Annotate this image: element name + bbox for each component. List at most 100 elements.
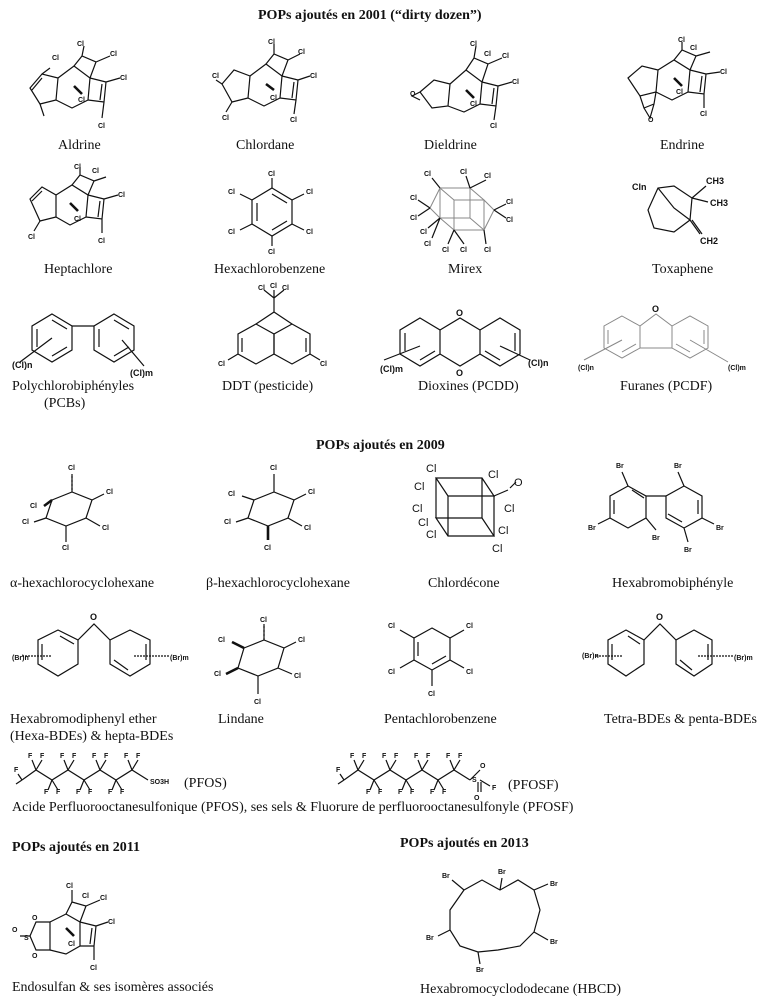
atom-label: F	[446, 753, 451, 760]
atom-label: CH3	[710, 198, 728, 208]
endrine-structure: O Cl Cl Cl Cl Cl	[620, 37, 740, 130]
atom-label: O	[656, 612, 663, 622]
pentachlorobenzene-structure: Cl Cl Cl Cl Cl	[380, 608, 490, 708]
furanes-drawing: O (Cl)n (Cl)m	[578, 304, 746, 372]
atom-label: Br	[476, 967, 484, 974]
atom-label: Br	[716, 525, 724, 532]
atom-label: Cl	[424, 241, 431, 248]
atom-label: F	[108, 789, 113, 796]
atom-label: Cl	[412, 503, 422, 515]
caption-chlordane: Chlordane	[236, 138, 295, 153]
caption-ddt: DDT (pesticide)	[222, 379, 314, 394]
atom-label: F	[366, 789, 371, 796]
atom-label: Cl	[268, 39, 275, 46]
atom-label: Cl	[258, 285, 265, 292]
atom-label: Cl	[490, 123, 497, 130]
atom-label: Cl	[414, 481, 424, 493]
atom-label: Cl	[460, 169, 467, 176]
section-title-2013: POPs ajoutés en 2013	[400, 836, 529, 851]
atom-label: Cl	[290, 117, 297, 124]
atom-label: Cl	[28, 234, 35, 241]
atom-label: Cl	[270, 465, 277, 472]
lindane-structure: Cl Cl Cl Cl Cl Cl	[212, 617, 322, 710]
atom-label: Cl	[498, 525, 508, 537]
pfos-tag: (PFOS)	[184, 776, 227, 791]
atom-label: Cl	[424, 171, 431, 178]
atom-label: Cl	[488, 469, 498, 481]
atom-label: Cl	[502, 53, 509, 60]
hexabromobiphenyle-drawing: Br Br Br Br Br Br	[588, 463, 724, 554]
atom-label: S	[472, 777, 477, 784]
atom-label: Cl	[106, 489, 113, 496]
atom-label: Cl	[418, 517, 428, 529]
atom-label: Cl	[222, 115, 229, 122]
atom-label: Cl	[74, 164, 81, 171]
atom-label: Cl	[118, 192, 125, 199]
atom-label: F	[430, 789, 435, 796]
atom-label: Cl	[720, 69, 727, 76]
atom-label: F	[350, 753, 355, 760]
caption-alpha-hch: α-hexachlorocyclohexane	[10, 576, 155, 591]
atom-label: S	[24, 935, 29, 942]
mirex-drawing: Cl Cl Cl Cl Cl Cl Cl Cl Cl Cl Cl Cl	[410, 169, 513, 254]
atom-label: (Br)m	[170, 655, 189, 662]
atom-label: (Cl)m	[130, 368, 153, 378]
atom-label: F	[414, 753, 419, 760]
hexabde-structure: O (Br)n (Br)m	[12, 600, 202, 692]
atom-label: Cl	[228, 189, 235, 196]
atom-label: Br	[550, 881, 558, 888]
atom-label: (Cl)m	[380, 364, 403, 374]
atom-label: F	[336, 767, 341, 774]
atom-label: Cl	[62, 545, 69, 552]
section-title-2009: POPs ajoutés en 2009	[316, 438, 445, 453]
atom-label: F	[426, 753, 431, 760]
atom-label: F	[124, 753, 129, 760]
atom-label: O	[32, 915, 38, 922]
hbcd-drawing: Br Br Br Br Br Br	[426, 869, 558, 974]
atom-label: Cl	[82, 893, 89, 900]
atom-label: O	[456, 308, 463, 318]
atom-label: Cl	[676, 89, 683, 96]
aldrine-structure: Cl Cl Cl Cl Cl Cl	[22, 38, 132, 130]
atom-label: F	[492, 785, 497, 792]
atom-label: F	[28, 753, 33, 760]
furanes-structure: O (Cl)n (Cl)m	[578, 292, 758, 377]
atom-label: F	[458, 753, 463, 760]
atom-label: O	[648, 117, 654, 124]
atom-label: Cl	[268, 249, 275, 256]
atom-label: Cl	[264, 545, 271, 552]
atom-label: F	[72, 753, 77, 760]
atom-label: Cl	[320, 361, 327, 368]
caption-endosulfan: Endosulfan & ses isomères associés	[12, 980, 214, 995]
caption-hexachlorobenzene: Hexachlorobenzene	[214, 262, 326, 277]
endrine-drawing: O Cl Cl Cl Cl Cl	[627, 37, 727, 124]
caption-endrine: Endrine	[660, 138, 705, 153]
pentachlorobenzene-drawing: Cl Cl Cl Cl Cl	[388, 623, 473, 698]
atom-label: F	[120, 789, 125, 796]
atom-label: Cl	[420, 229, 427, 236]
heptachlore-structure: Cl Cl Cl Cl Cl Cl	[18, 164, 133, 255]
atom-label: Cl	[442, 247, 449, 254]
atom-label: F	[88, 789, 93, 796]
atom-label: F	[382, 753, 387, 760]
pfosf-drawing: F F F F F F F F F F F F F F F O O S F	[336, 753, 497, 802]
atom-label: Cl	[504, 503, 514, 515]
atom-label: Cl	[294, 673, 301, 680]
atom-label: Cln	[632, 182, 647, 192]
atom-label: Cl	[484, 173, 491, 180]
caption-hexabde-line1: Hexabromodiphenyl ether	[10, 712, 157, 727]
atom-label: Cl	[308, 489, 315, 496]
section-title-2001: POPs ajoutés en 2001 (“dirty dozen”)	[258, 8, 482, 23]
pfos-drawing: F F F F F F F F F F F F F F F SO3H	[14, 753, 169, 796]
atom-label: (Br)m	[734, 655, 753, 662]
atom-label: O	[480, 763, 486, 770]
atom-label: Cl	[214, 671, 221, 678]
caption-mirex: Mirex	[448, 262, 483, 277]
atom-label: F	[398, 789, 403, 796]
atom-label: Cl	[92, 168, 99, 175]
atom-label: Br	[498, 869, 506, 876]
caption-toxaphene: Toxaphene	[652, 262, 714, 277]
atom-label: F	[76, 789, 81, 796]
chlordecone-structure: Cl Cl Cl O Cl Cl Cl Cl Cl Cl	[404, 456, 534, 574]
chlordecone-drawing: Cl Cl Cl O Cl Cl Cl Cl Cl Cl	[412, 463, 523, 555]
